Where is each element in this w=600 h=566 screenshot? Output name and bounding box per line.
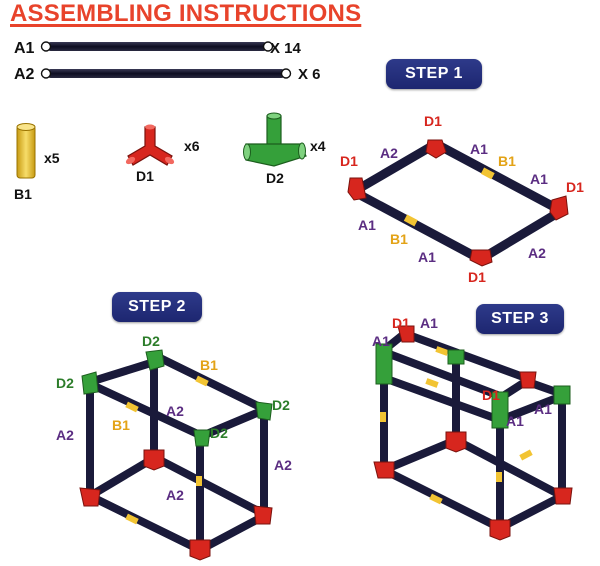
page-title: ASSEMBLING INSTRUCTIONS [10, 0, 362, 27]
step3-label-a1-top: A1 [420, 315, 438, 331]
step2-label-b1-top: B1 [200, 357, 218, 373]
step-3-diagram: D1 A1 A1 D1 A1 A1 [372, 315, 573, 541]
d2-count: x4 [310, 138, 326, 154]
rod-a2-label: A2 [14, 66, 35, 83]
step1-label-a1-bottom-left: A1 [418, 249, 436, 265]
step3-label-a1-right-lower: A1 [506, 413, 524, 429]
step1-label-d1-right: D1 [566, 179, 584, 195]
b1-label: B1 [14, 186, 32, 202]
step1-label-d1-left: D1 [340, 153, 358, 169]
step1-label-a1-top-right: A1 [470, 141, 488, 157]
step1-label-d1-bottom: D1 [468, 269, 486, 285]
step2-label-b1-middle: B1 [112, 417, 130, 433]
step2-label-a2-left: A2 [56, 427, 74, 443]
rod-a2-count: X 6 [298, 66, 321, 83]
d1-count: x6 [184, 138, 200, 154]
rod-a1-count: X 14 [270, 40, 301, 57]
step3-label-d1-middle: D1 [482, 387, 500, 403]
step1-label-a2-top-left: A2 [380, 145, 398, 161]
step2-label-d2-right: D2 [272, 397, 290, 413]
step1-label-a1-right: A1 [530, 171, 548, 187]
step-2-diagram: D2 B1 D2 D2 A2 D2 A2 B1 A2 A2 [56, 333, 292, 561]
d2-label: D2 [266, 170, 284, 186]
step3-label-d1-top: D1 [392, 315, 410, 331]
d1-connector-icon [125, 124, 175, 166]
rod-a1-icon [40, 41, 274, 52]
rod-a1-label: A1 [14, 40, 35, 57]
step2-label-d2-left: D2 [56, 375, 74, 391]
step2-label-d2-top: D2 [142, 333, 160, 349]
step2-label-a2-right: A2 [274, 457, 292, 473]
b1-bead-icon [16, 123, 36, 179]
step1-label-b1-left: B1 [390, 231, 408, 247]
step1-label-a2-bottom-right: A2 [528, 245, 546, 261]
step-1-badge: STEP 1 [386, 59, 482, 89]
step3-label-a1-right: A1 [534, 401, 552, 417]
step1-label-a1-left: A1 [358, 217, 376, 233]
step2-label-a2-middle: A2 [166, 403, 184, 419]
step-2-badge: STEP 2 [112, 292, 202, 322]
step-3-badge: STEP 3 [476, 304, 564, 334]
d2-connector-icon [243, 112, 307, 167]
step3-label-a1-left: A1 [372, 333, 390, 349]
b1-count: x5 [44, 150, 60, 166]
step-1-diagram: D1 D1 D1 D1 A2 A1 B1 A1 A1 B1 A1 A2 [340, 113, 584, 285]
step1-label-d1-top: D1 [424, 113, 442, 129]
step2-label-d2-middle: D2 [210, 425, 228, 441]
rod-a2-icon [40, 68, 292, 79]
d1-label: D1 [136, 168, 154, 184]
step1-label-b1-top-right: B1 [498, 153, 516, 169]
step2-label-a2-bottom: A2 [166, 487, 184, 503]
